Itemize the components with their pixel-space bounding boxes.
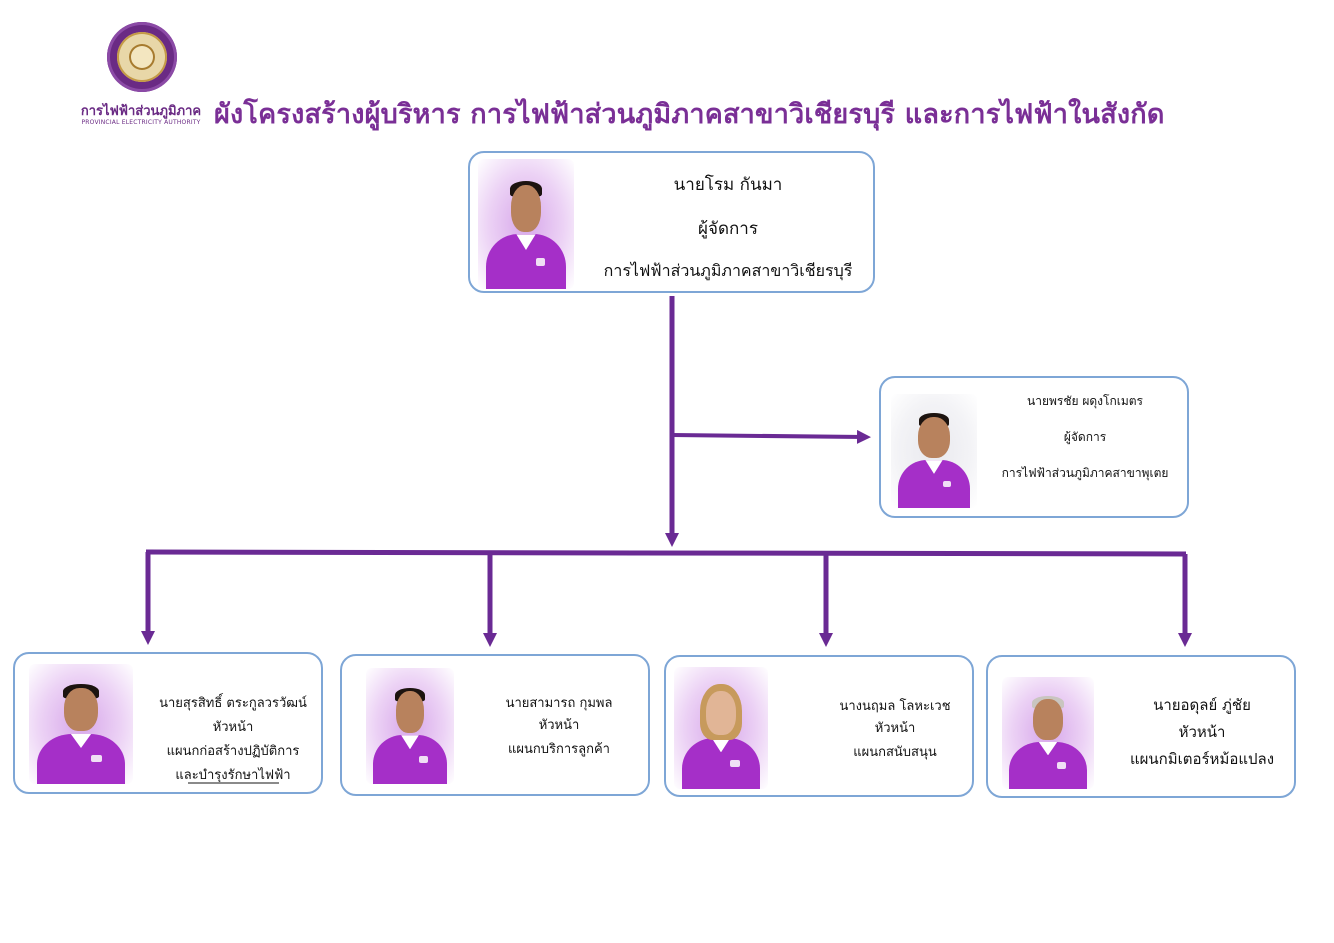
head-card-support: นางนฤมล โลหะเวช หัวหน้า แผนกสนับสนุน <box>664 655 974 797</box>
horizontal-bus <box>145 549 1187 557</box>
sub-office-office: การไฟฟ้าส่วนภูมิภาคสาขาพุเตย <box>1001 466 1169 480</box>
head-dept-3: แผนกสนับสนุน <box>853 745 937 760</box>
logo-text-en: PROVINCIAL ELECTRICITY AUTHORITY <box>81 119 201 126</box>
manager-photo <box>478 159 574 289</box>
manager-office: การไฟฟ้าส่วนภูมิภาคสาขาวิเชียรบุรี <box>603 261 853 280</box>
divider <box>188 782 279 784</box>
sub-office-name: นายพรชัย ผดุงโกเมตร <box>1027 394 1143 408</box>
manager-card: นายโรม กันมา ผู้จัดการ การไฟฟ้าส่วนภูมิภ… <box>468 151 875 293</box>
head-dept-4: แผนกมิเตอร์หม้อแปลง <box>1129 750 1275 768</box>
sub-office-card: นายพรชัย ผดุงโกเมตร ผู้จัดการ การไฟฟ้าส่… <box>879 376 1189 518</box>
head-card-meter-transformer: นายอดุลย์ ภู่ชัย หัวหน้า แผนกมิเตอร์หม้อ… <box>986 655 1296 798</box>
head-dept-1-line2: และบำรุงรักษาไฟฟ้า <box>175 768 291 783</box>
logo-text-th: การไฟฟ้าส่วนภูมิภาค <box>80 104 202 119</box>
head-photo-4 <box>1002 677 1094 789</box>
head-position-3: หัวหน้า <box>874 721 916 736</box>
branch-line-sub-office <box>671 429 871 444</box>
head-dept-2: แผนกบริการลูกค้า <box>508 742 610 757</box>
head-name-1: นายสุรสิทธิ์ ตระกูลวรวัฒน์ <box>159 696 307 711</box>
head-position-4: หัวหน้า <box>1178 723 1226 741</box>
head-photo-3 <box>674 667 768 789</box>
head-position-2: หัวหน้า <box>538 718 580 733</box>
head-name-3: นางนฤมล โลหะเวช <box>839 699 951 714</box>
head-name-4: นายอดุลย์ ภู่ชัย <box>1153 696 1251 714</box>
page-title: ผังโครงสร้างผู้บริหาร การไฟฟ้าส่วนภูมิภา… <box>214 99 1165 130</box>
head-photo-1 <box>29 664 133 784</box>
head-card-customer-service: นายสามารถ กุมพล หัวหน้า แผนกบริการลูกค้า <box>340 654 650 796</box>
sub-office-position: ผู้จัดการ <box>1063 430 1107 444</box>
head-photo-2 <box>366 668 454 784</box>
pea-seal-icon <box>107 22 177 92</box>
pea-logo: การไฟฟ้าส่วนภูมิภาค PROVINCIAL ELECTRICI… <box>76 22 206 132</box>
head-card-construction: นายสุรสิทธิ์ ตระกูลวรวัฒน์ หัวหน้า แผนกก… <box>13 652 323 794</box>
head-name-2: นายสามารถ กุมพล <box>505 696 613 711</box>
manager-position: ผู้จัดการ <box>698 219 758 239</box>
head-dept-1: แผนกก่อสร้างปฏิบัติการ <box>166 744 300 759</box>
manager-name: นายโรม กันมา <box>673 175 783 195</box>
head-position-1: หัวหน้า <box>212 720 254 735</box>
sub-office-photo <box>891 394 977 508</box>
